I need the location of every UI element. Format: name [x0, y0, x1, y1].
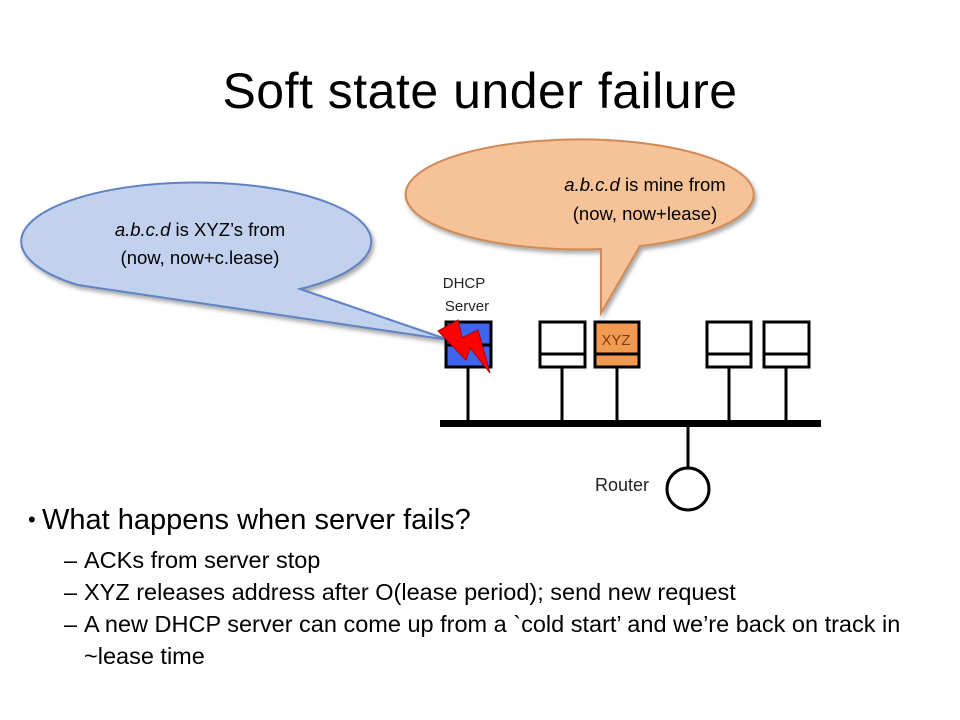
bullet-main-text: What happens when server fails?: [42, 504, 471, 536]
router-label: Router: [595, 475, 649, 495]
bullet-dot-icon: •: [28, 507, 36, 532]
sub-bullet-2: – XYZ releases address after O(lease per…: [28, 576, 954, 608]
slide-title: Soft state under failure: [222, 63, 738, 119]
bullet-main: • What happens when server fails?: [28, 500, 954, 540]
xyz-label: XYZ: [601, 332, 630, 349]
bubble-right-line2: (now, now+lease): [573, 203, 718, 224]
bubble-right-italic: a.b.c.d: [564, 174, 620, 195]
sub-bullet-3: – A new DHCP server can come up from a `…: [28, 608, 954, 672]
xyz-host-box: [593, 320, 641, 369]
sub-bullet-dash-icon: –: [64, 611, 78, 637]
sub-bullet-1-text: ACKs from server stop: [84, 547, 321, 573]
host-box-4: [705, 320, 753, 369]
speech-bubble-right-shape: [404, 138, 755, 317]
host-box-2: [538, 320, 587, 369]
sub-bullet-dash-icon: –: [64, 547, 78, 573]
network-bus: [440, 420, 821, 427]
host-box-5: [762, 320, 811, 369]
bubble-right-rest: is mine from: [620, 174, 726, 195]
bubble-left-italic: a.b.c.d: [115, 219, 171, 240]
bubble-left-rest: is XYZ’s from: [170, 219, 285, 240]
sub-bullet-3-text: A new DHCP server can come up from a `co…: [84, 611, 901, 669]
bubble-right-line1: a.b.c.d is mine from: [564, 174, 725, 195]
sub-bullet-dash-icon: –: [64, 579, 78, 605]
dhcp-server-label-2: Server: [445, 298, 489, 315]
dhcp-server-label-1: DHCP: [443, 275, 486, 292]
bubble-left-line2: (now, now+c.lease): [121, 247, 280, 268]
router-icon: [665, 466, 711, 512]
speech-bubble-left-shape: [20, 181, 450, 341]
bubble-left-line1: a.b.c.d is XYZ’s from: [115, 219, 285, 240]
host-drop-lines: [466, 367, 788, 467]
sub-bullet-2-text: XYZ releases address after O(lease perio…: [84, 579, 736, 605]
speech-bubble-server-belief: [20, 181, 450, 341]
speech-bubble-xyz-belief: [404, 138, 755, 317]
lightning-bolt-icon: [437, 319, 491, 374]
bullet-list: • What happens when server fails? – ACKs…: [28, 500, 954, 672]
sub-bullet-1: – ACKs from server stop: [28, 544, 954, 576]
